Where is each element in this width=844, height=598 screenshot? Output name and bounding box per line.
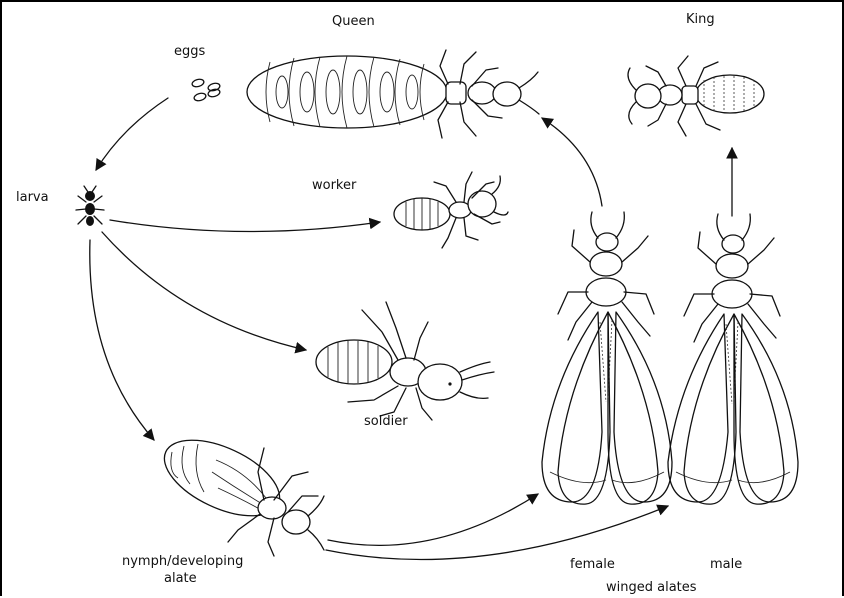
label-king: King (686, 12, 715, 27)
larva-illustration (76, 186, 104, 226)
queen-illustration (247, 50, 539, 138)
label-winged-alates: winged alates (606, 580, 697, 595)
label-soldier: soldier (364, 414, 408, 429)
label-nymph-line2: alate (164, 571, 197, 586)
label-nymph-line1: nymph/developing (122, 554, 243, 569)
label-female: female (570, 557, 615, 572)
label-male: male (710, 557, 742, 572)
soldier-illustration (316, 302, 494, 420)
label-worker: worker (312, 178, 356, 193)
label-queen: Queen (332, 14, 375, 29)
worker-illustration (394, 172, 508, 248)
king-illustration (628, 56, 764, 136)
label-eggs: eggs (174, 44, 205, 59)
winged-alate-male-illustration (668, 214, 798, 504)
eggs-illustration (191, 78, 220, 102)
winged-alate-female-illustration (542, 212, 672, 504)
nymph-illustration (153, 425, 324, 556)
label-larva: larva (16, 190, 49, 205)
